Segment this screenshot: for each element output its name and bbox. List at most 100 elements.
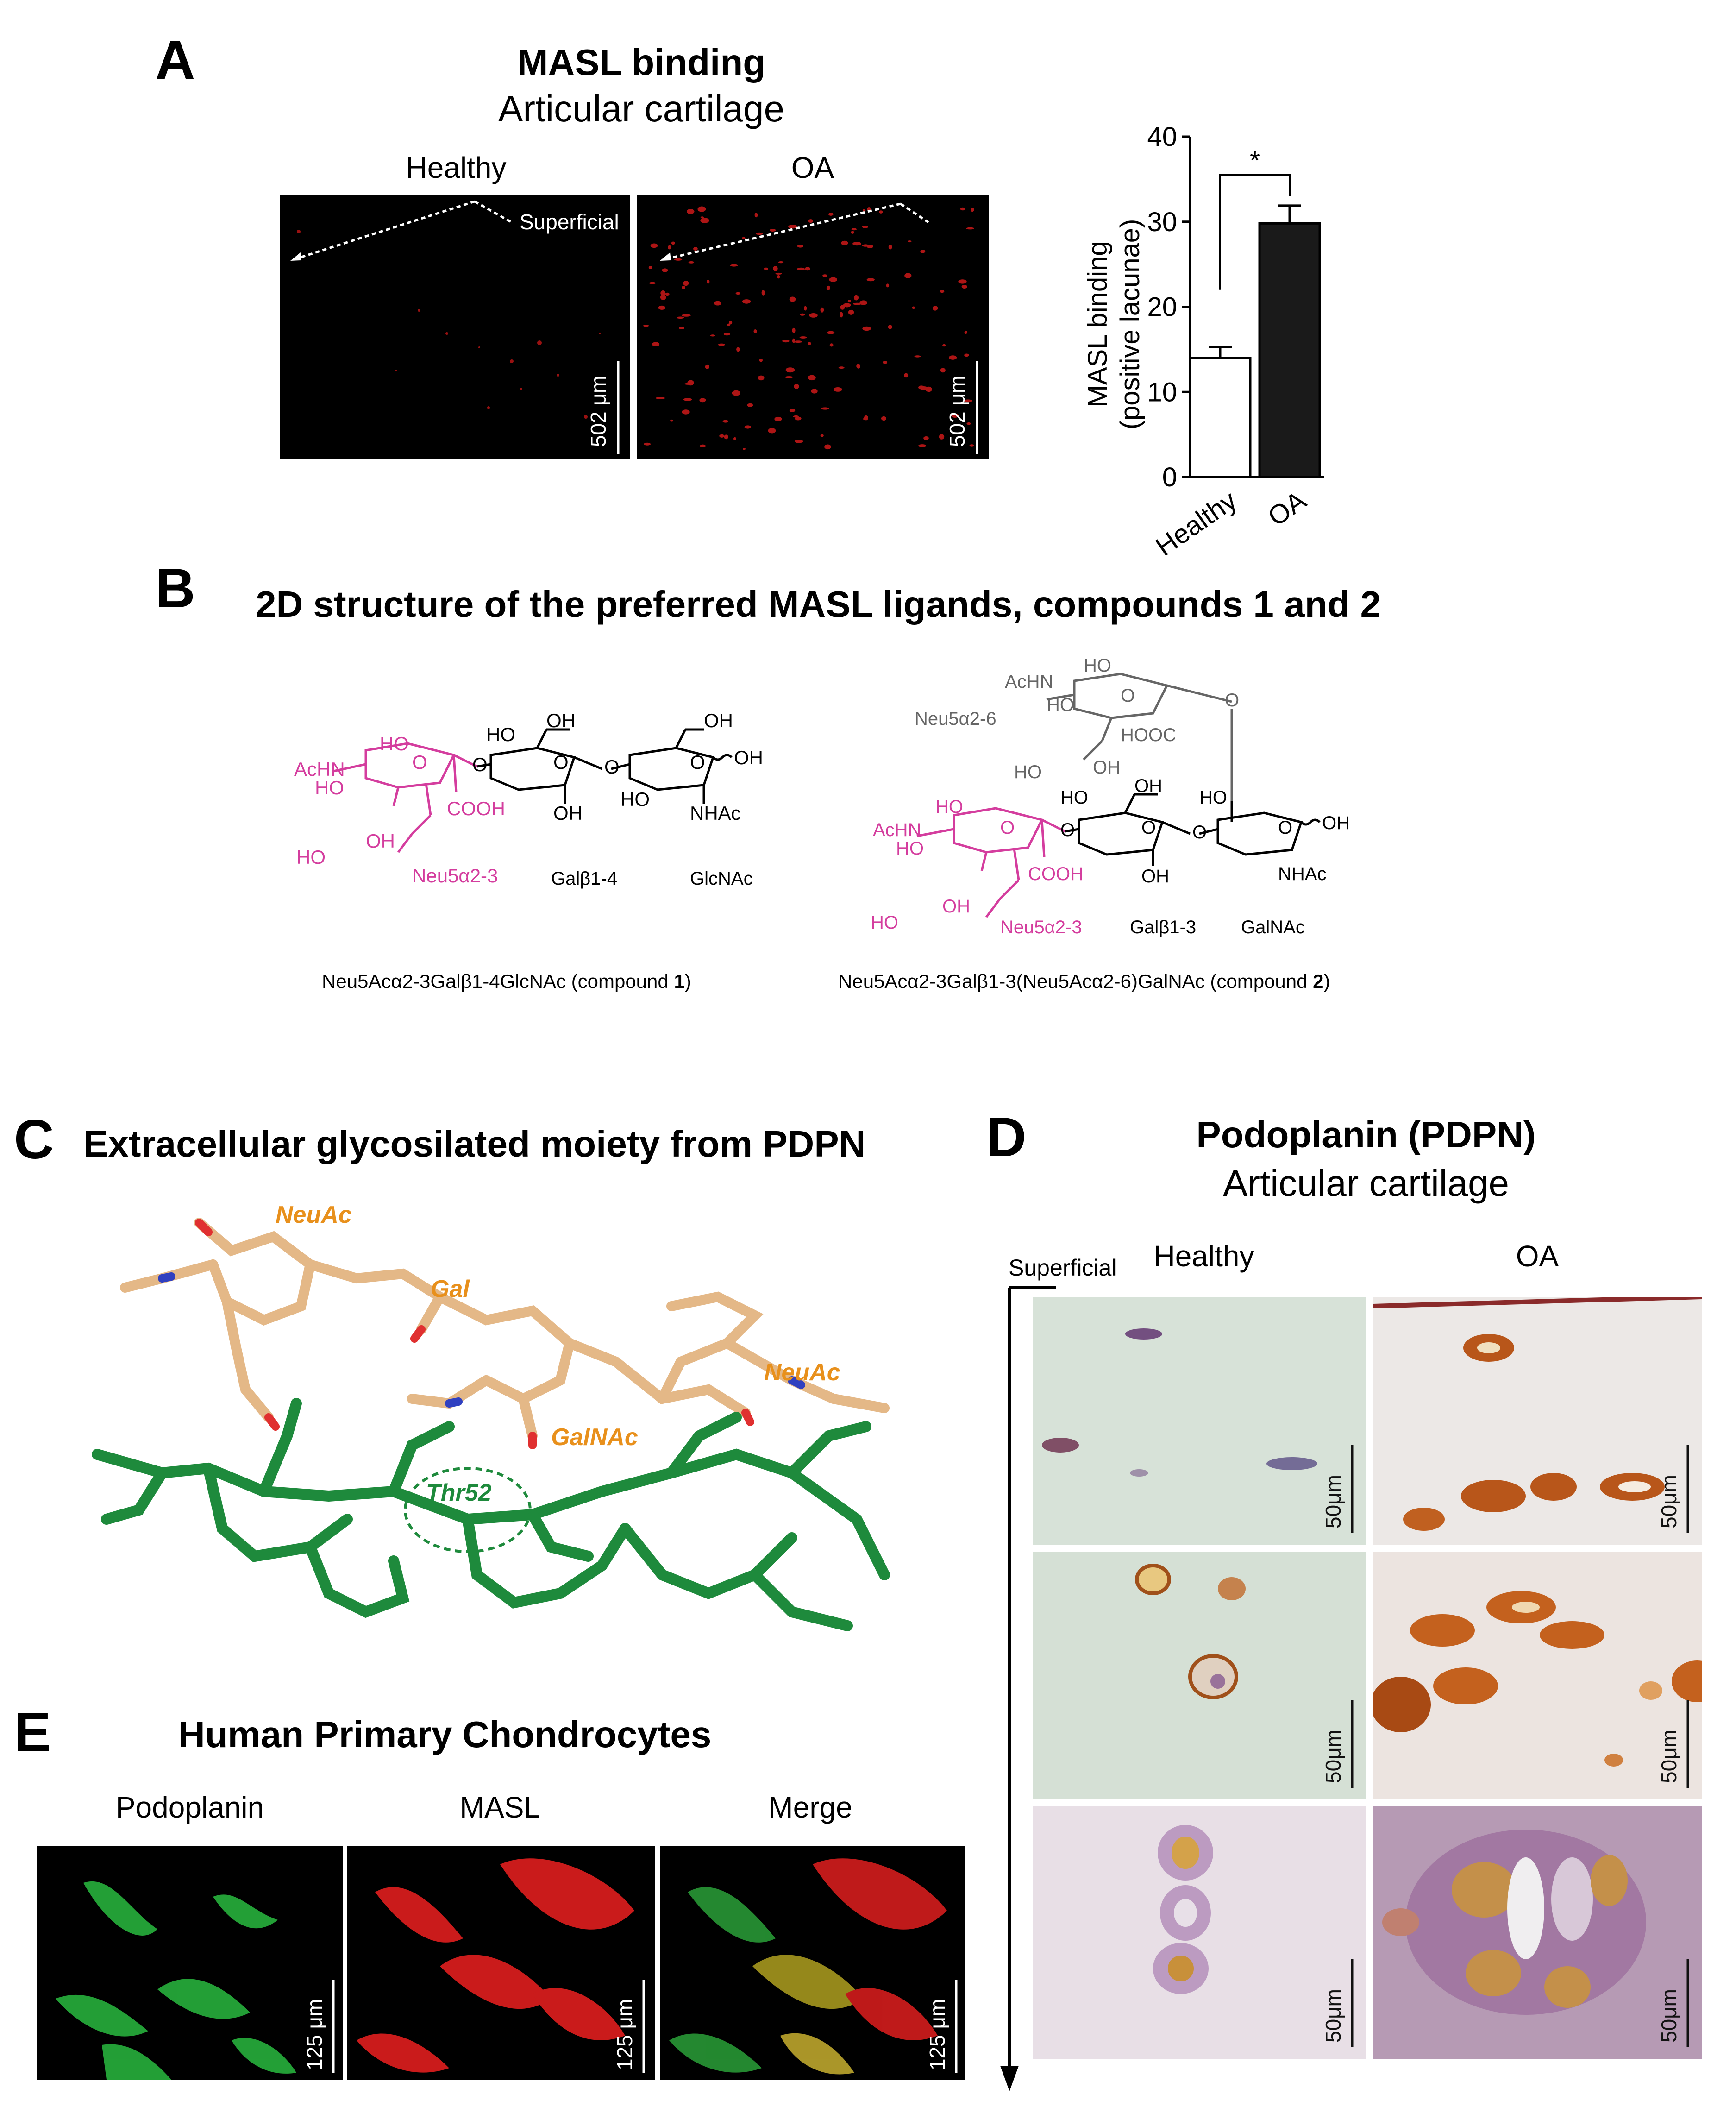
red-signal-spot (923, 436, 929, 440)
panel-d-title: Podoplanin (PDPN) (1196, 1114, 1536, 1155)
red-signal-spot (775, 272, 782, 275)
red-signal-spot (658, 305, 666, 310)
pdpn-oa-middle: 50μm (1373, 1552, 1702, 1799)
dense-red-signal (643, 206, 974, 450)
group-label: HO (935, 797, 963, 817)
red-signal-spot (700, 444, 706, 447)
red-signal-spot (820, 434, 824, 437)
red-signal-spot (764, 267, 769, 270)
red-signal-spot (829, 343, 834, 347)
scale-bar-label: 50μm (1657, 1989, 1681, 2043)
red-signal-spot (940, 290, 945, 293)
red-signal-spot (643, 325, 649, 327)
red-signal-spot (904, 373, 909, 378)
red-signal-spot (809, 313, 818, 318)
red-signal-spot (683, 398, 692, 401)
panel-a-healthy-label: Healthy (406, 151, 507, 184)
neuac-label: NeuAc (276, 1201, 352, 1228)
red-signal-spot (719, 434, 725, 438)
red-signal-spot (742, 237, 746, 239)
red-signal-spot (960, 207, 965, 211)
red-signal-spot (729, 321, 733, 325)
red-signal-spot (754, 213, 758, 218)
red-signal-spot (742, 299, 751, 304)
red-signal-spot (770, 229, 776, 232)
red-signal-spot (958, 279, 967, 284)
red-signal-spot (756, 232, 763, 235)
red-signal-spot (778, 261, 784, 264)
chart-ylabel-line2: (positive lacunae) (1115, 219, 1145, 430)
red-signal-spot (859, 300, 867, 305)
red-signal-spot (668, 245, 671, 250)
category-label: Healthy (1150, 485, 1242, 562)
chart-ylabel-line1: MASL binding (1083, 241, 1113, 408)
red-signal-spot (774, 416, 782, 421)
red-signal-spot (939, 434, 945, 440)
red-signal-spot (862, 244, 870, 247)
red-signal-spot (710, 334, 715, 337)
panel-e-letter: E (14, 1701, 51, 1763)
red-signal-spot (879, 210, 883, 214)
red-signal-spot (863, 209, 866, 212)
group-label: COOH (1028, 864, 1084, 884)
group-label: O (1141, 818, 1156, 838)
red-signal-spot (697, 206, 706, 212)
thr52-label: Thr52 (426, 1479, 492, 1506)
superficial-dashed-line (294, 200, 475, 261)
red-signal-spot (805, 267, 810, 271)
red-signal-spot (918, 444, 926, 447)
panel-a-subtitle: Articular cartilage (498, 88, 784, 129)
group-label: OH (734, 747, 763, 768)
group-label: O (472, 754, 488, 775)
pdpn-molecular-model: NeuAc Gal NeuAc GalNAc Thr52 (92, 1201, 890, 1631)
red-signal-spot (761, 290, 765, 296)
y-tick-label: 20 (1147, 292, 1177, 322)
group-label: HO (486, 723, 515, 745)
red-signal-spot (656, 397, 665, 399)
group-label: HOOC (1121, 725, 1176, 745)
red-signal-spot (683, 280, 689, 286)
group-label: OH (942, 896, 970, 917)
neuac-label: NeuAc (764, 1359, 840, 1386)
red-signal-spot (888, 325, 892, 329)
group-label: O (1192, 822, 1207, 843)
red-signal-spot (733, 437, 736, 440)
red-signal-spot (834, 387, 842, 392)
group-label: O (1225, 690, 1239, 711)
red-signal-spot (650, 243, 658, 248)
red-signal-spot (799, 336, 807, 339)
red-signal-spot (682, 285, 685, 289)
group-label: HO (296, 846, 326, 868)
red-signal-spot (759, 359, 763, 362)
red-signal-spot (773, 266, 778, 271)
group-label: HO (1060, 787, 1088, 808)
group-label: HO (896, 838, 924, 859)
group-label: O (1278, 818, 1292, 838)
pdpn-healthy-middle: 50μm (1033, 1552, 1366, 1799)
red-signal-spot (793, 415, 799, 418)
group-label: O (604, 756, 620, 778)
red-signal-spot (851, 231, 854, 234)
red-signal-spot (687, 209, 695, 214)
red-signal-spot (724, 434, 728, 440)
red-signal-spot (753, 329, 757, 333)
red-signal-spot (808, 342, 811, 345)
red-signal-spot (718, 343, 725, 346)
red-signal-spot (863, 417, 867, 421)
red-signal-spot (966, 227, 974, 230)
panel-e-podoplanin-label: Podoplanin (115, 1791, 264, 1824)
red-signal-spot (794, 340, 802, 343)
masl-binding-bar-chart: MASL binding (positive lacunae) 01020304… (1083, 122, 1324, 562)
significance-bracket (1219, 174, 1291, 290)
red-signal-spot (649, 282, 656, 284)
thr52-ellipse (404, 1467, 532, 1553)
red-signal-spot (964, 330, 967, 334)
red-signal-spot (908, 240, 912, 243)
red-signal-spot (794, 384, 799, 389)
panel-c-title: Extracellular glycosilated moiety from P… (83, 1123, 866, 1164)
red-signal-spot (707, 279, 710, 284)
superficial-label: Superficial (518, 209, 621, 234)
red-signal-spot (747, 403, 753, 407)
red-signal-spot (652, 342, 660, 346)
